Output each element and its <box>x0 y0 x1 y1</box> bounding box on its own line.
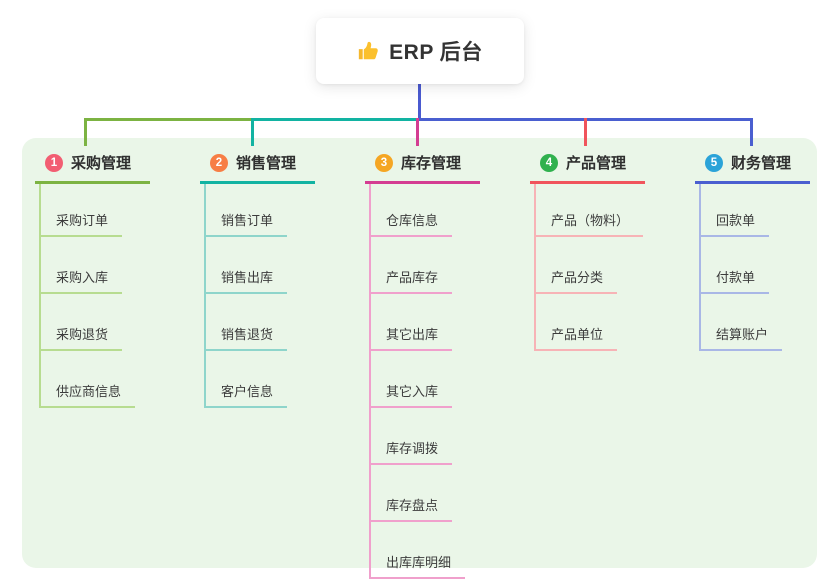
sub-item-node[interactable]: 销售订单 <box>206 184 288 237</box>
branch-number-badge: 5 <box>705 153 723 172</box>
sub-item-node[interactable]: 采购退货 <box>41 294 123 351</box>
branch-node-3[interactable]: 3 库存管理 <box>365 148 480 184</box>
root-node[interactable]: ERP 后台 <box>316 18 524 84</box>
root-stem-line <box>418 84 421 121</box>
branch-drop-line <box>584 118 587 146</box>
branch-items: 产品（物料）产品分类产品单位 <box>534 184 645 351</box>
branch-node-1[interactable]: 1 采购管理 <box>35 148 150 184</box>
thumbs-up-icon <box>359 41 378 60</box>
sub-item-node[interactable]: 产品库存 <box>371 237 453 294</box>
branch-title: 采购管理 <box>71 155 132 172</box>
branch-column-3: 3 库存管理 仓库信息产品库存其它出库其它入库库存调拨库存盘点出库库明细 <box>365 148 480 579</box>
sub-item-node[interactable]: 回款单 <box>701 184 770 237</box>
branch-items: 回款单付款单结算账户 <box>699 184 810 351</box>
branch-items: 仓库信息产品库存其它出库其它入库库存调拨库存盘点出库库明细 <box>369 184 480 579</box>
branch-node-2[interactable]: 2 销售管理 <box>200 148 315 184</box>
branch-drop-line <box>251 118 254 146</box>
sub-item-node[interactable]: 采购订单 <box>41 184 123 237</box>
sub-item-node[interactable]: 产品（物料） <box>536 184 644 237</box>
branch-number-badge: 3 <box>375 153 393 172</box>
branch-column-1: 1 采购管理 采购订单采购入库采购退货供应商信息 <box>35 148 150 408</box>
branch-column-4: 4 产品管理 产品（物料）产品分类产品单位 <box>530 148 645 351</box>
sub-item-node[interactable]: 库存调拨 <box>371 408 453 465</box>
branch-drop-line <box>416 118 419 146</box>
branch-drop-line <box>750 118 753 146</box>
branch-node-5[interactable]: 5 财务管理 <box>695 148 810 184</box>
sub-item-node[interactable]: 销售退货 <box>206 294 288 351</box>
sub-item-node[interactable]: 其它入库 <box>371 351 453 408</box>
branch-column-5: 5 财务管理 回款单付款单结算账户 <box>695 148 810 351</box>
sub-item-node[interactable]: 其它出库 <box>371 294 453 351</box>
sub-item-node[interactable]: 客户信息 <box>206 351 288 408</box>
bus-segment-middle <box>251 118 418 121</box>
branch-column-2: 2 销售管理 销售订单销售出库销售退货客户信息 <box>200 148 315 408</box>
sub-item-node[interactable]: 结算账户 <box>701 294 783 351</box>
sub-item-node[interactable]: 供应商信息 <box>41 351 136 408</box>
branch-number-badge: 2 <box>210 153 228 172</box>
branch-drop-line <box>84 118 87 146</box>
sub-item-node[interactable]: 仓库信息 <box>371 184 453 237</box>
branch-title: 销售管理 <box>236 155 297 172</box>
sub-item-node[interactable]: 产品单位 <box>536 294 618 351</box>
branch-number-badge: 1 <box>45 153 63 172</box>
sub-item-node[interactable]: 销售出库 <box>206 237 288 294</box>
sub-item-node[interactable]: 库存盘点 <box>371 465 453 522</box>
branch-items: 销售订单销售出库销售退货客户信息 <box>204 184 315 408</box>
branch-title: 产品管理 <box>566 155 627 172</box>
branch-title: 财务管理 <box>731 155 792 172</box>
branch-items: 采购订单采购入库采购退货供应商信息 <box>39 184 150 408</box>
sub-item-node[interactable]: 付款单 <box>701 237 770 294</box>
branch-title: 库存管理 <box>401 155 462 172</box>
sub-item-node[interactable]: 出库库明细 <box>371 522 466 579</box>
sub-item-node[interactable]: 采购入库 <box>41 237 123 294</box>
branches-panel <box>22 138 817 568</box>
branch-number-badge: 4 <box>540 153 558 172</box>
branch-node-4[interactable]: 4 产品管理 <box>530 148 645 184</box>
sub-item-node[interactable]: 产品分类 <box>536 237 618 294</box>
root-node-title: ERP 后台 <box>389 41 483 64</box>
bus-segment-left <box>84 118 254 121</box>
